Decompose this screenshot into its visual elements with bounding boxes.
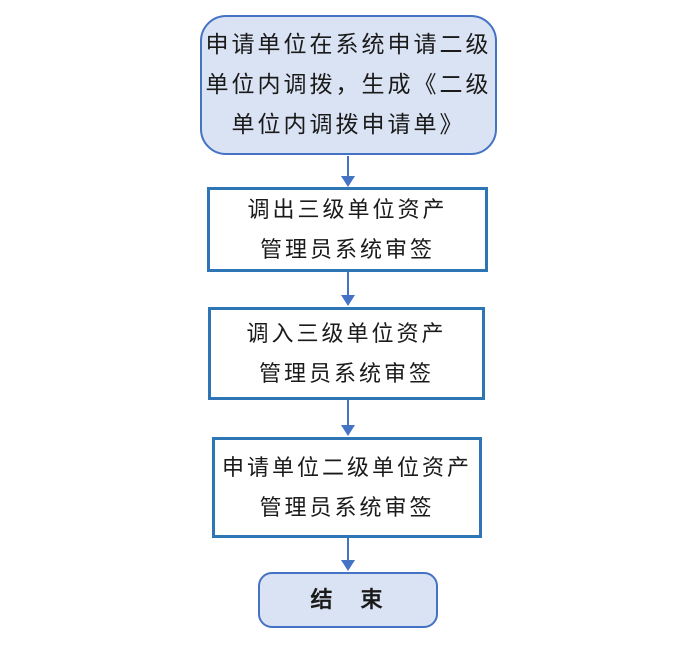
arrow-connector-2 [341,272,355,306]
node-text-line: 管理员系统审签 [259,236,435,262]
node-text-line: 调入三级单位资产 [246,320,447,346]
arrow-line [347,272,349,295]
node-text-line: 结 束 [310,587,386,612]
arrow-connector-3 [341,400,355,436]
node-text-line: 单位内调拨申请单》 [231,112,466,137]
arrow-down-icon [341,295,355,306]
arrow-down-icon [341,176,355,187]
node-text-line: 申请单位二级单位资产 [221,454,472,480]
flow-node-step-2: 调入三级单位资产 管理员系统审签 [208,307,485,400]
node-text-line: 单位内调拨，生成《二级 [205,72,492,97]
node-text-line: 管理员系统审签 [258,360,434,386]
arrow-down-icon [341,425,355,436]
arrow-line [347,538,349,560]
arrow-down-icon [341,560,355,571]
node-text-line: 管理员系统审签 [259,494,435,520]
flow-node-start: 申请单位在系统申请二级 单位内调拨，生成《二级 单位内调拨申请单》 [200,15,497,155]
arrow-line [347,400,349,425]
arrow-line [347,156,349,176]
arrow-connector-1 [341,156,355,187]
node-text-line: 调出三级单位资产 [247,196,448,222]
flow-node-step-1: 调出三级单位资产 管理员系统审签 [207,187,488,272]
flow-node-step-3: 申请单位二级单位资产 管理员系统审签 [212,437,482,538]
node-text-line: 申请单位在系统申请二级 [205,32,492,57]
flow-node-end: 结 束 [258,572,438,628]
arrow-connector-4 [341,538,355,571]
